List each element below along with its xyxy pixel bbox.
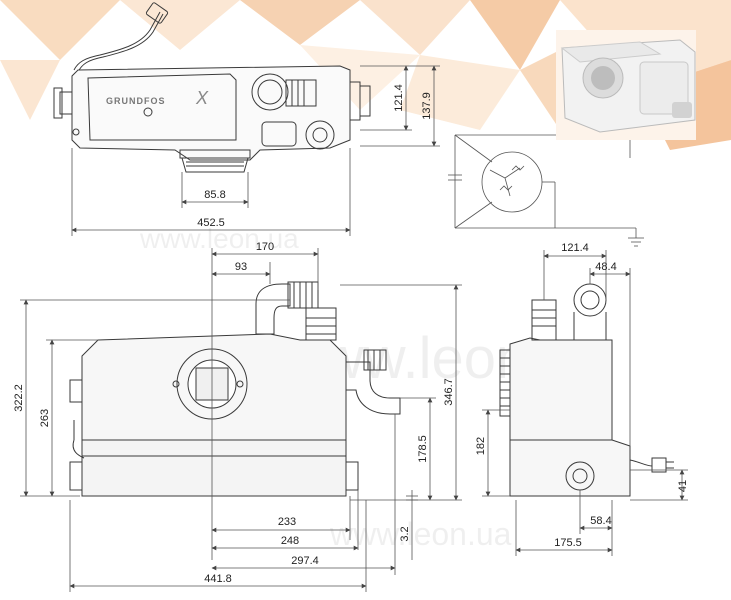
side-view-dimensions	[482, 250, 688, 556]
dim-297: 297.4	[291, 555, 319, 567]
dim-233: 233	[278, 516, 296, 528]
dim-170: 170	[256, 241, 274, 253]
top-view-dimensions	[71, 65, 440, 236]
dim-top-height-b: 137.9	[421, 92, 433, 120]
dim-441: 441.8	[204, 573, 232, 585]
dim-top-height-a: 121.4	[393, 84, 405, 112]
dim-248: 248	[281, 535, 299, 547]
dim-346: 346.7	[443, 378, 455, 406]
dim-3: 3.2	[399, 526, 411, 541]
dim-side-48: 48.4	[595, 261, 616, 273]
watermark-small-3: www.leon.ua	[329, 516, 512, 552]
dim-side-175: 175.5	[554, 537, 582, 549]
dim-top-width: 452.5	[197, 217, 225, 229]
brand-logo-text: GRUNDFOS	[106, 96, 166, 106]
front-view	[69, 281, 401, 497]
dim-side-58: 58.4	[590, 515, 611, 527]
wiring-schematic	[448, 127, 644, 247]
product-photo	[556, 30, 696, 140]
dim-side-182: 182	[475, 437, 487, 455]
brand-logo-mark: X	[195, 88, 209, 108]
front-view-dimensions	[20, 248, 462, 592]
dim-263: 263	[39, 409, 51, 427]
side-view	[499, 283, 674, 497]
dim-322: 322.2	[13, 384, 25, 412]
top-view	[53, 2, 371, 173]
dim-93: 93	[235, 261, 247, 273]
dim-side-41: 41	[677, 480, 689, 492]
dim-side-121: 121.4	[561, 242, 589, 254]
dim-outlet: 85.8	[204, 189, 225, 201]
dim-178: 178.5	[417, 435, 429, 463]
